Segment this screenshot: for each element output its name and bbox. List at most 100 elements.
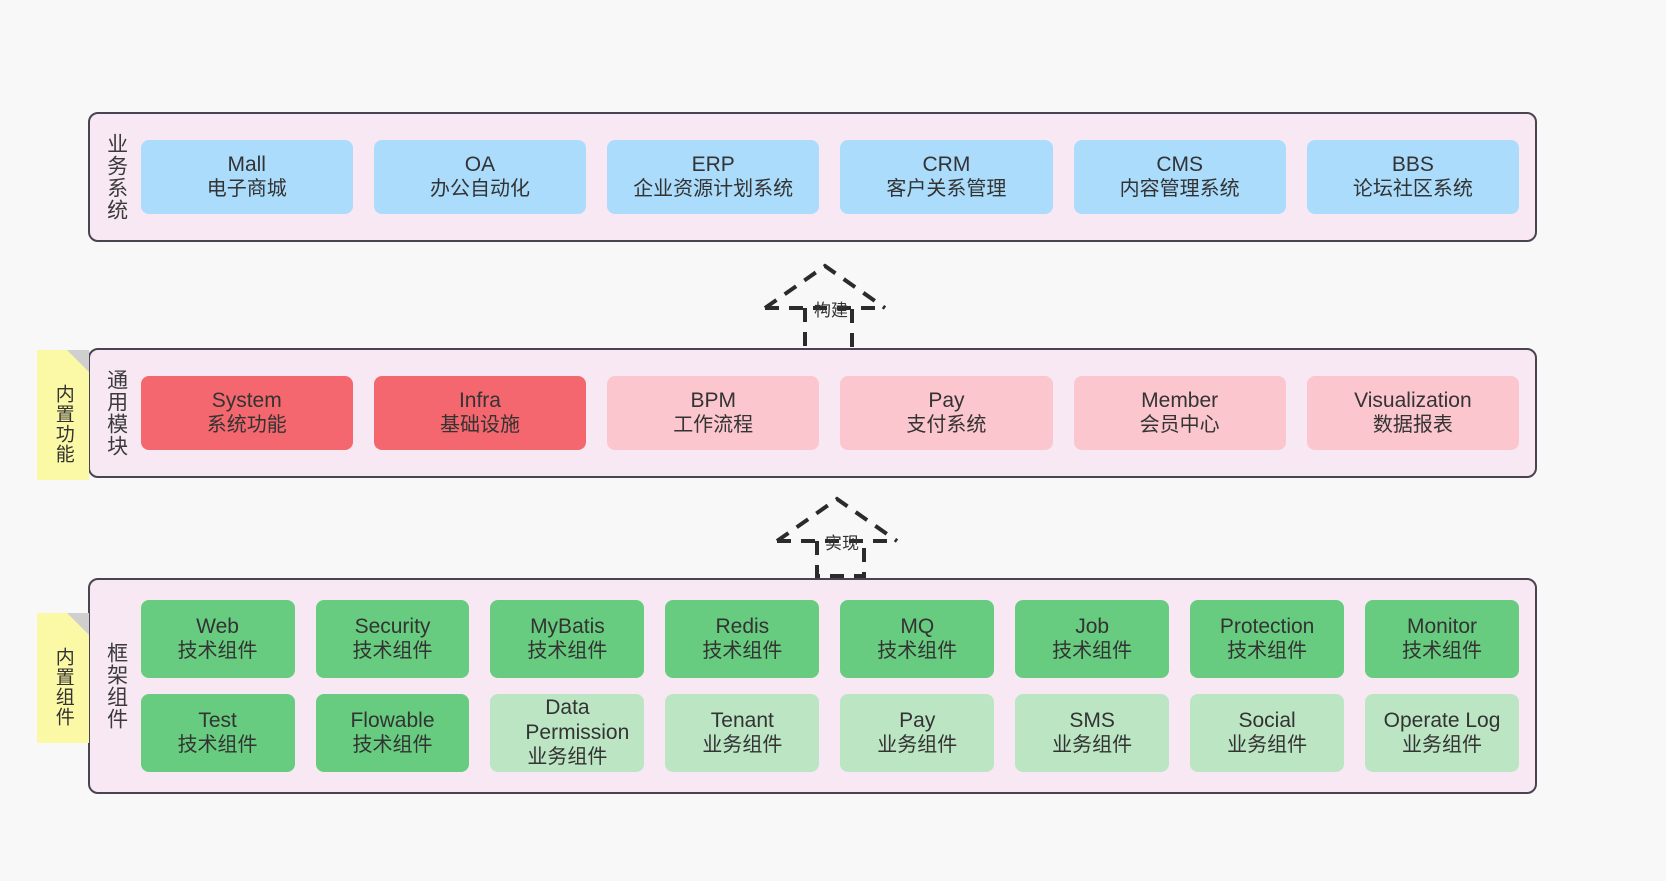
node-mall[interactable]: Mall 电子商城 <box>140 140 353 214</box>
node-name: BPM <box>690 388 736 412</box>
node-name: Monitor <box>1407 614 1478 638</box>
node-test[interactable]: Test 技术组件 <box>140 694 295 772</box>
node-desc: 业务组件 <box>702 733 783 756</box>
node-monitor[interactable]: Monitor 技术组件 <box>1365 600 1519 678</box>
node-desc: 系统功能 <box>206 413 287 436</box>
node-desc: 业务组件 <box>1227 733 1308 756</box>
node-name: Operate Log <box>1383 708 1501 732</box>
node-desc: 业务组件 <box>527 745 608 768</box>
node-name: Infra <box>458 388 501 412</box>
node-system[interactable]: System 系统功能 <box>140 376 353 450</box>
node-protection[interactable]: Protection 技术组件 <box>1190 600 1345 678</box>
note-builtin-component-label: 内置组件 <box>52 647 74 727</box>
node-desc: 业务组件 <box>1052 733 1133 756</box>
node-flowable[interactable]: Flowable 技术组件 <box>315 694 470 772</box>
node-desc: 技术组件 <box>177 733 258 756</box>
node-redis[interactable]: Redis 技术组件 <box>665 600 820 678</box>
note-builtin-function-label: 内置功能 <box>52 384 74 464</box>
fold-corner-icon <box>67 350 89 372</box>
node-name: BBS <box>1391 152 1434 176</box>
layer-title-business-system: 业务系统 <box>104 133 128 221</box>
node-name: Data Permission <box>525 696 630 745</box>
node-desc: 业务组件 <box>1402 733 1483 756</box>
node-name: Web <box>196 614 239 638</box>
node-desc: 会员中心 <box>1139 413 1220 436</box>
node-name: Security <box>354 614 431 638</box>
node-name: MQ <box>900 614 935 638</box>
node-cms[interactable]: CMS 内容管理系统 <box>1073 140 1286 214</box>
node-desc: 基础设施 <box>439 413 520 436</box>
node-name: Flowable <box>350 708 435 732</box>
node-desc: 支付系统 <box>906 413 987 436</box>
node-oa[interactable]: OA 办公自动化 <box>373 140 587 214</box>
node-data-permission[interactable]: Data Permission 业务组件 <box>490 694 645 772</box>
layer-framework-component: 框架组件 Web 技术组件 Security 技术组件 MyBatis 技术组件… <box>88 578 1537 794</box>
node-name: Pay <box>899 708 936 732</box>
node-name: Protection <box>1219 614 1315 638</box>
node-name: Social <box>1238 708 1296 732</box>
node-name: MyBatis <box>530 614 605 638</box>
layer-title-framework-component: 框架组件 <box>104 642 128 730</box>
node-desc: 内容管理系统 <box>1119 177 1240 200</box>
node-name: OA <box>464 152 496 176</box>
connector-build-label: 构建 <box>814 301 848 320</box>
node-mybatis[interactable]: MyBatis 技术组件 <box>490 600 645 678</box>
connector-build: 构建 <box>760 258 920 354</box>
node-desc: 技术组件 <box>352 639 433 662</box>
node-name: CMS <box>1156 152 1203 176</box>
note-builtin-component: 内置组件 <box>37 613 89 743</box>
connector-realize-icon <box>775 496 899 578</box>
layer-common-module: 通用模块 System 系统功能 Infra 基础设施 BPM 工作流程 Pay… <box>88 348 1537 478</box>
node-job[interactable]: Job 技术组件 <box>1015 600 1170 678</box>
node-name: Visualization <box>1354 388 1472 412</box>
cell-row: System 系统功能 Infra 基础设施 BPM 工作流程 Pay 支付系统… <box>140 376 1520 450</box>
node-erp[interactable]: ERP 企业资源计划系统 <box>607 140 820 214</box>
node-mq[interactable]: MQ 技术组件 <box>840 600 995 678</box>
node-desc: 技术组件 <box>527 639 608 662</box>
node-desc: 办公自动化 <box>429 177 530 200</box>
node-name: ERP <box>691 152 735 176</box>
node-name: Tenant <box>710 708 774 732</box>
node-desc: 业务组件 <box>877 733 958 756</box>
note-builtin-function: 内置功能 <box>37 350 89 480</box>
node-desc: 技术组件 <box>1227 639 1308 662</box>
node-bpm[interactable]: BPM 工作流程 <box>607 376 820 450</box>
node-pay-business[interactable]: Pay 业务组件 <box>840 694 995 772</box>
connector-realize-label: 实现 <box>825 534 859 553</box>
node-desc: 数据报表 <box>1372 413 1453 436</box>
node-name: Pay <box>928 388 965 412</box>
node-desc: 电子商城 <box>206 177 287 200</box>
node-name: SMS <box>1069 708 1115 732</box>
node-name: Job <box>1075 614 1110 638</box>
node-name: CRM <box>922 152 971 176</box>
node-name: Mall <box>227 152 266 176</box>
node-tenant[interactable]: Tenant 业务组件 <box>665 694 820 772</box>
node-pay[interactable]: Pay 支付系统 <box>840 376 1053 450</box>
layer-business-system: 业务系统 Mall 电子商城 OA 办公自动化 ERP 企业资源计划系统 CRM… <box>88 112 1537 242</box>
node-bbs[interactable]: BBS 论坛社区系统 <box>1306 140 1520 214</box>
node-sms[interactable]: SMS 业务组件 <box>1015 694 1170 772</box>
cell-row: Web 技术组件 Security 技术组件 MyBatis 技术组件 Redi… <box>140 600 1519 678</box>
node-desc: 技术组件 <box>1052 639 1133 662</box>
node-desc: 企业资源计划系统 <box>633 177 794 200</box>
layer-cells-framework-component: Web 技术组件 Security 技术组件 MyBatis 技术组件 Redi… <box>135 600 1535 772</box>
layer-title-common-module: 通用模块 <box>104 369 128 457</box>
node-name: System <box>211 388 282 412</box>
node-visualization[interactable]: Visualization 数据报表 <box>1306 376 1520 450</box>
fold-corner-icon <box>67 613 89 635</box>
node-desc: 技术组件 <box>352 733 433 756</box>
layer-cells-business-system: Mall 电子商城 OA 办公自动化 ERP 企业资源计划系统 CRM 客户关系… <box>135 140 1535 214</box>
node-member[interactable]: Member 会员中心 <box>1073 376 1286 450</box>
node-web[interactable]: Web 技术组件 <box>140 600 295 678</box>
node-infra[interactable]: Infra 基础设施 <box>373 376 587 450</box>
cell-row: Test 技术组件 Flowable 技术组件 Data Permission … <box>140 694 1519 772</box>
node-name: Redis <box>715 614 770 638</box>
node-desc: 技术组件 <box>877 639 958 662</box>
node-operate-log[interactable]: Operate Log 业务组件 <box>1365 694 1519 772</box>
node-security[interactable]: Security 技术组件 <box>315 600 470 678</box>
node-desc: 技术组件 <box>1402 639 1483 662</box>
node-crm[interactable]: CRM 客户关系管理 <box>840 140 1053 214</box>
node-desc: 工作流程 <box>673 413 754 436</box>
node-social[interactable]: Social 业务组件 <box>1190 694 1345 772</box>
